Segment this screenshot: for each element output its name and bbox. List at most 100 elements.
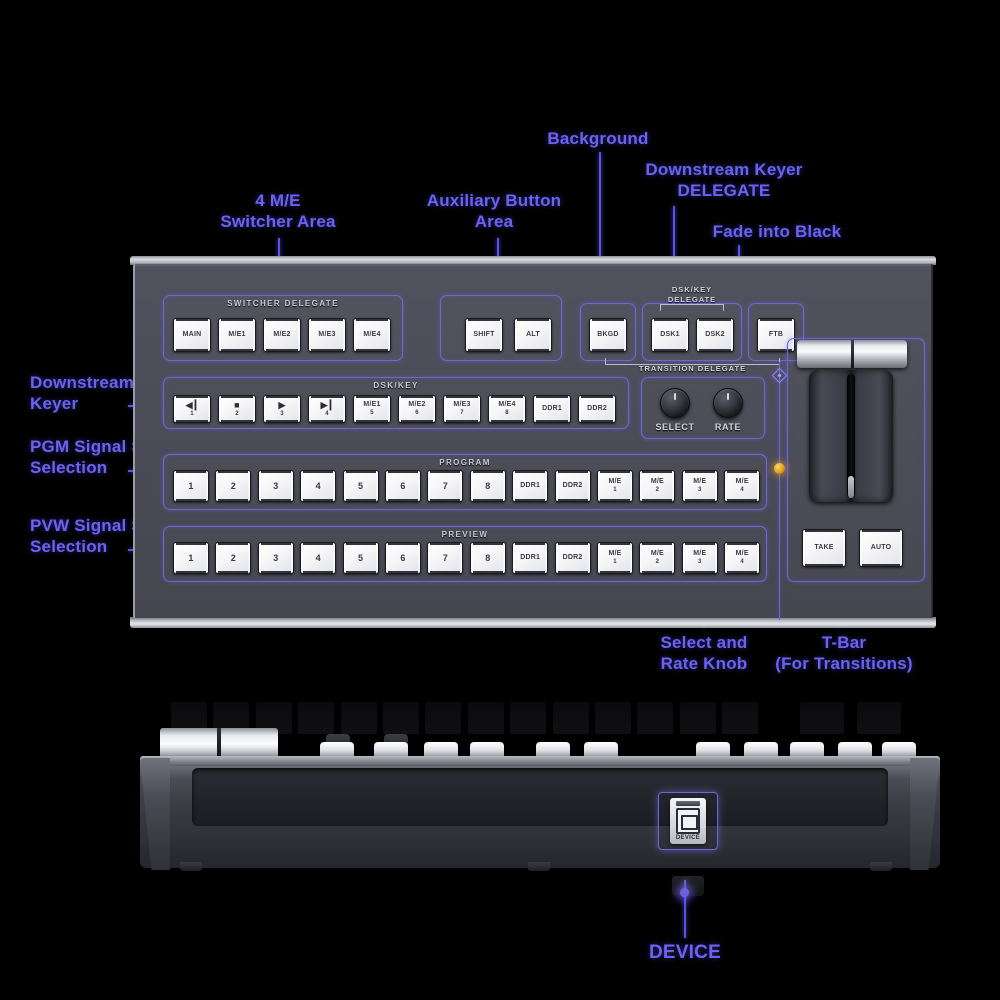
dsk-key-button-play-icon[interactable]: ▶3	[263, 395, 301, 423]
preview-button-ddr1[interactable]: DDR1	[512, 542, 549, 574]
program-button-8[interactable]: 8	[469, 470, 506, 502]
button-dsk2[interactable]: DSK2	[696, 318, 734, 352]
program-button-3[interactable]: 3	[257, 470, 294, 502]
skip-forward-icon: ▶┃	[320, 399, 334, 410]
button-label: DDR1	[520, 554, 541, 561]
program-row-group: PROGRAM	[163, 454, 767, 510]
tbar-take-auto-group	[787, 338, 925, 582]
preview-button-8[interactable]: 8	[469, 542, 506, 574]
button-alt[interactable]: ALT	[514, 318, 552, 352]
button-label: 8	[485, 481, 491, 491]
annotation-fade-into-black: Fade into Black	[712, 222, 842, 241]
button-shift[interactable]: SHIFT	[465, 318, 503, 352]
preview-button-ddr2[interactable]: DDR2	[554, 542, 591, 574]
button-label: 5	[357, 553, 364, 563]
select-knob[interactable]	[660, 388, 690, 418]
background-button-group	[580, 303, 636, 361]
device-usb-port[interactable]: DEVICE	[670, 798, 706, 844]
auxiliary-button-group	[440, 295, 562, 361]
side-view-button-cap	[424, 742, 458, 758]
button-me4-delegate[interactable]: M/E4	[353, 318, 391, 352]
dsk-key-button-ddr1[interactable]: DDR1	[533, 395, 571, 423]
button-sublabel: 4	[740, 559, 744, 565]
device-port-label: DEVICE	[675, 835, 701, 841]
preview-button-1[interactable]: 1	[173, 542, 209, 574]
preview-button-2[interactable]: 2	[215, 542, 252, 574]
leader-line-background	[599, 152, 601, 288]
program-button-5[interactable]: 5	[342, 470, 379, 502]
button-take[interactable]: TAKE	[802, 529, 846, 567]
preview-row-title: PREVIEW	[441, 530, 489, 539]
button-label: 4	[315, 553, 321, 563]
program-button-1[interactable]: 1	[173, 470, 209, 502]
button-me2-delegate[interactable]: M/E2	[263, 318, 301, 352]
button-label: M/E2	[408, 401, 426, 408]
dsk-key-button-skip-back-icon[interactable]: ◀┃1	[173, 395, 211, 423]
program-button-ddr1[interactable]: DDR1	[512, 470, 549, 502]
button-label: 1	[188, 553, 194, 563]
preview-button-4[interactable]: 4	[300, 542, 337, 574]
preview-button-me1[interactable]: M/E 1	[597, 542, 633, 574]
side-view-button-cap	[584, 742, 618, 758]
dsk-key-button-skip-forward-icon[interactable]: ▶┃4	[308, 395, 346, 423]
annotation-select-rate-knob: Select and Rate Knob	[660, 633, 748, 673]
dsk-key-button-stop-icon[interactable]: ■2	[218, 395, 256, 423]
program-button-ddr2[interactable]: DDR2	[554, 470, 591, 502]
button-sublabel: 1	[190, 410, 194, 417]
t-bar-position-indicator	[848, 476, 854, 498]
button-bkgd[interactable]: BKGD	[589, 318, 627, 352]
skip-back-icon: ◀┃	[185, 399, 199, 410]
program-button-2[interactable]: 2	[215, 470, 252, 502]
switcher-delegate-group: SWITCHER DELEGATE	[163, 295, 403, 361]
button-label: DSK2	[705, 331, 725, 338]
rate-knob[interactable]	[713, 388, 743, 418]
preview-button-5[interactable]: 5	[342, 542, 379, 574]
button-main[interactable]: MAIN	[173, 318, 211, 352]
side-view-foot-left	[180, 862, 202, 871]
side-view-recess	[192, 768, 888, 826]
button-label: 3	[273, 553, 279, 563]
button-me3-delegate[interactable]: M/E3	[308, 318, 346, 352]
preview-button-7[interactable]: 7	[427, 542, 464, 574]
dsk-delegate-bracket	[660, 304, 724, 311]
button-sublabel: 8	[505, 410, 509, 416]
program-button-6[interactable]: 6	[385, 470, 421, 502]
button-label: FTB	[768, 331, 784, 338]
t-bar[interactable]	[797, 340, 907, 506]
t-bar-slot	[847, 374, 855, 498]
program-button-4[interactable]: 4	[300, 470, 337, 502]
side-view-button-cap	[374, 742, 408, 758]
program-button-7[interactable]: 7	[427, 470, 464, 502]
button-sublabel: 1	[613, 559, 617, 565]
button-me1-delegate[interactable]: M/E1	[218, 318, 256, 352]
t-bar-body	[809, 370, 893, 502]
dsk-key-button-ddr2[interactable]: DDR2	[578, 395, 616, 423]
button-ftb[interactable]: FTB	[757, 318, 795, 352]
preview-button-3[interactable]: 3	[257, 542, 294, 574]
preview-button-6[interactable]: 6	[385, 542, 421, 574]
leader-line-device	[684, 880, 686, 938]
button-label: ALT	[526, 331, 540, 338]
button-label: M/E1	[228, 331, 246, 338]
button-label: DDR2	[562, 554, 583, 561]
button-dsk1[interactable]: DSK1	[651, 318, 689, 352]
side-view-foot-mid	[528, 862, 550, 871]
t-bar-handle[interactable]	[797, 340, 907, 368]
button-auto[interactable]: AUTO	[859, 529, 903, 567]
button-label: AUTO	[870, 544, 892, 551]
button-label: 4	[315, 481, 321, 491]
annotation-device: DEVICE	[649, 942, 721, 963]
leader-dot-device	[680, 888, 689, 897]
button-label: M/E	[608, 550, 622, 557]
